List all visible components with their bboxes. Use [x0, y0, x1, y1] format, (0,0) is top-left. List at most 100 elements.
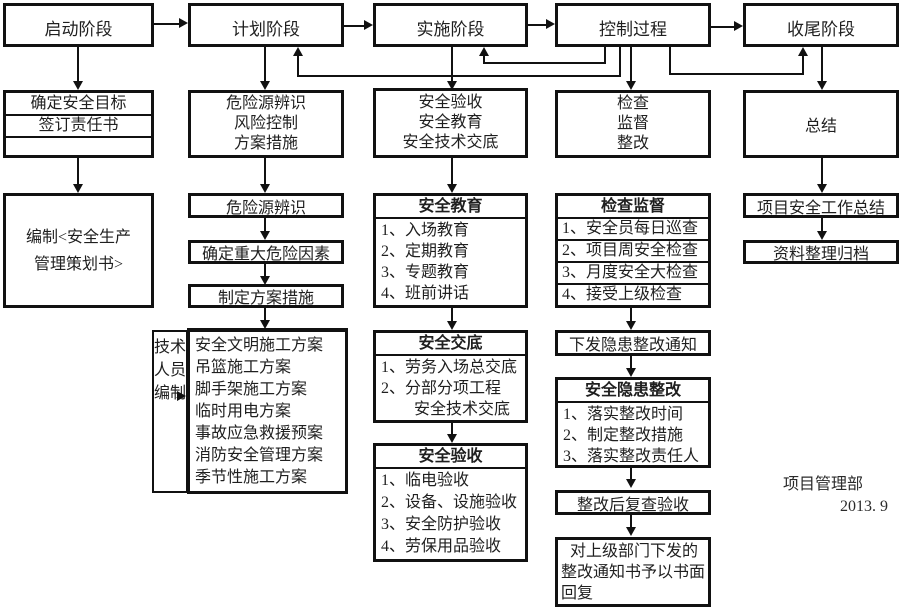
arrow-implementation-down	[451, 47, 453, 82]
acceptance-item: 1、临电验收	[381, 472, 470, 489]
arrowhead-down-icon	[73, 81, 83, 90]
goals-box: 确定安全目标 签订责任书	[3, 90, 154, 158]
reply-line: 对上级部门下发的	[570, 543, 699, 560]
plan-book-box: 编制<安全生产 管理策划书>	[3, 193, 154, 308]
written-reply-box: 对上级部门下发的 整改通知书予以书面 回复	[555, 537, 711, 607]
goal-line-1: 确定安全目标	[6, 94, 151, 116]
arrow-closing-down	[821, 47, 823, 82]
arrow-col2-4	[264, 308, 266, 321]
arrowhead-right-icon	[177, 391, 186, 401]
arrowhead-down-icon	[817, 81, 827, 90]
arrowhead-up-icon	[293, 47, 303, 56]
arrowhead-down-icon	[447, 434, 457, 443]
reply-line: 回复	[561, 585, 594, 602]
arrowhead-down-icon	[447, 321, 457, 330]
arrow-implementation-to-control	[527, 24, 547, 26]
inspection-item: 2、项目周安全检查	[558, 241, 708, 263]
implementation-overview-box: 安全验收 安全教育 安全技术交底	[373, 88, 528, 158]
plan-item: 安全文明施工方案	[195, 337, 324, 354]
footer-department: 项目管理部	[783, 476, 864, 493]
control-overview-box: 检查 监督 整改	[555, 90, 711, 158]
briefing-item: 2、分部分项工程	[381, 380, 502, 397]
inspection-supervision-box: 检查监督 1、安全员每日巡查 2、项目周安全检查 3、月度安全大检查 4、接受上…	[555, 193, 711, 308]
hazard-rectification-box: 安全隐患整改 1、落实整改时间 2、制定整改措施 3、落实整改责任人	[555, 377, 711, 468]
overview-line: 监督	[616, 115, 649, 132]
arrowhead-down-icon	[447, 184, 457, 193]
major-hazard-box: 确定重大危险因素	[188, 240, 344, 264]
arrowhead-down-icon	[626, 479, 636, 488]
recheck-acceptance-box: 整改后复查验收	[555, 490, 711, 515]
briefing-item-continuation: 安全技术交底	[414, 401, 511, 418]
arrowhead-right-icon	[179, 18, 188, 28]
feedback-control-implementation-v1	[604, 47, 606, 64]
inspection-item: 3、月度安全大检查	[558, 263, 708, 285]
rectification-title: 安全隐患整改	[558, 380, 708, 403]
inspection-item: 1、安全员每日巡查	[558, 219, 708, 241]
phase-box-closing: 收尾阶段	[743, 3, 899, 47]
safety-briefing-box: 安全交底 1、劳务入场总交底 2、分部分项工程 安全技术交底	[373, 330, 528, 423]
arrow-col4-4	[630, 515, 632, 528]
plan-item: 临时用电方案	[195, 403, 292, 420]
project-safety-summary-box: 项目安全工作总结	[743, 193, 899, 218]
plan-item: 吊篮施工方案	[195, 359, 292, 376]
arrow-col3-2	[451, 308, 453, 322]
arrowhead-down-icon	[260, 231, 270, 240]
arrowhead-down-icon	[260, 320, 270, 329]
safety-education-box: 安全教育 1、入场教育 2、定期教育 3、专题教育 4、班前讲话	[373, 193, 528, 308]
arrowhead-down-icon	[73, 184, 83, 193]
overview-line: 安全教育	[418, 114, 483, 131]
arrow-col4-2	[630, 356, 632, 369]
overview-line: 风险控制	[233, 115, 298, 132]
footer-date: 2013. 9	[840, 498, 888, 515]
rectification-item: 1、落实整改时间	[563, 406, 684, 423]
arrowhead-up-icon	[798, 47, 808, 56]
planning-overview-box: 危险源辨识 风险控制 方案措施	[188, 90, 344, 158]
overview-line: 方案措施	[233, 135, 298, 152]
rectification-notice-box: 下发隐患整改通知	[555, 330, 711, 356]
overview-line: 整改	[616, 135, 649, 152]
link-control-closing-v1	[669, 47, 671, 75]
arrow-col2-1	[264, 157, 266, 185]
make-measures-box: 制定方案措施	[188, 284, 344, 308]
goal-line-2: 签订责任书	[6, 116, 151, 138]
arrowhead-down-icon	[260, 276, 270, 285]
hazard-identification-box: 危险源辨识	[188, 193, 344, 218]
education-item: 2、定期教育	[381, 243, 470, 260]
arrowhead-down-icon	[447, 81, 457, 90]
arrow-control-to-closing	[710, 26, 735, 28]
feedback-control-implementation-h	[483, 62, 606, 64]
plan-item: 季节性施工方案	[195, 469, 308, 486]
phase-box-control: 控制过程	[555, 3, 711, 47]
safety-acceptance-box: 安全验收 1、临电验收 2、设备、设施验收 3、安全防护验收 4、劳保用品验收	[373, 443, 528, 562]
arrowhead-down-icon	[260, 81, 270, 90]
acceptance-item: 4、劳保用品验收	[381, 538, 502, 555]
arrow-control-down	[630, 47, 632, 82]
arrow-col3-1	[451, 158, 453, 185]
reply-line: 整改通知书予以书面	[561, 564, 706, 581]
link-control-closing-h	[669, 73, 804, 75]
archive-box: 资料整理归档	[743, 240, 899, 264]
arrow-col4-3	[630, 468, 632, 480]
construction-plans-box: 安全文明施工方案 吊篮施工方案 脚手架施工方案 临时用电方案 事故应急救援预案 …	[187, 328, 348, 494]
feedback-control-planning-v1	[619, 47, 621, 77]
safety-briefing-title: 安全交底	[376, 333, 525, 356]
summary-box: 总结	[743, 90, 899, 158]
overview-line: 安全技术交底	[402, 134, 499, 151]
inspection-title: 检查监督	[558, 196, 708, 219]
feedback-control-planning-v2	[297, 55, 299, 77]
link-control-closing-v2	[802, 55, 804, 75]
safety-acceptance-title: 安全验收	[376, 446, 525, 469]
plan-book-line-2: 管理策划书>	[33, 255, 124, 273]
arrow-col2-2	[264, 218, 266, 232]
rectification-item: 3、落实整改责任人	[563, 448, 700, 465]
acceptance-item: 3、安全防护验收	[381, 516, 502, 533]
arrowhead-down-icon	[260, 184, 270, 193]
arrow-col3-3	[451, 423, 453, 435]
arrow-initiation-to-planning	[153, 23, 180, 25]
overview-line: 危险源辨识	[225, 95, 306, 112]
arrow-col5-1	[821, 158, 823, 185]
inspection-item: 4、接受上级检查	[562, 286, 683, 303]
plan-item: 消防安全管理方案	[195, 447, 324, 464]
arrowhead-down-icon	[817, 231, 827, 240]
education-item: 1、入场教育	[381, 222, 470, 239]
